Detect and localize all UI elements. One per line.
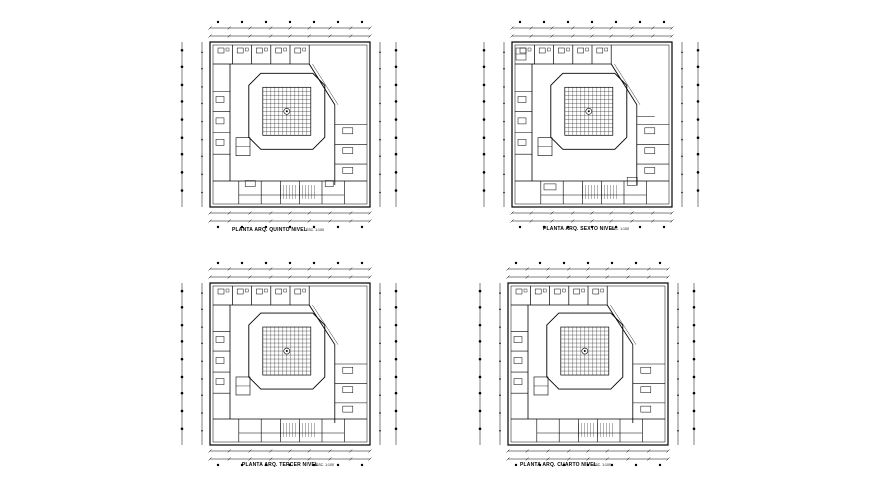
- plan-bottom-right: [478, 261, 696, 467]
- plan-title-bottom-left: PLANTA ARQ. TERCER NIVEL: [242, 462, 319, 468]
- plan-title-bottom-right: PLANTA ARQ. CUARTO NIVEL: [520, 462, 598, 468]
- plan-top-right: [482, 20, 700, 229]
- atrium-court: [560, 326, 610, 376]
- atrium-court: [262, 326, 312, 376]
- atrium-court: [262, 86, 312, 136]
- plan-title-top-left: PLANTA ARQ. QUINTO NIVEL: [232, 227, 308, 233]
- atrium-court: [564, 86, 614, 136]
- plan-scale-top-right: ESC. 1:100: [611, 227, 629, 231]
- plan-scale-bottom-left: ESC. 1:100: [316, 463, 334, 467]
- plan-title-top-right: PLANTA ARQ. SEXTO NIVEL: [543, 226, 616, 232]
- plan-scale-top-left: ESC. 1:100: [306, 228, 324, 232]
- plan-scale-bottom-right: ESC. 1:100: [593, 463, 611, 467]
- plan-top-left: [180, 20, 398, 229]
- plan-bottom-left: [180, 261, 398, 467]
